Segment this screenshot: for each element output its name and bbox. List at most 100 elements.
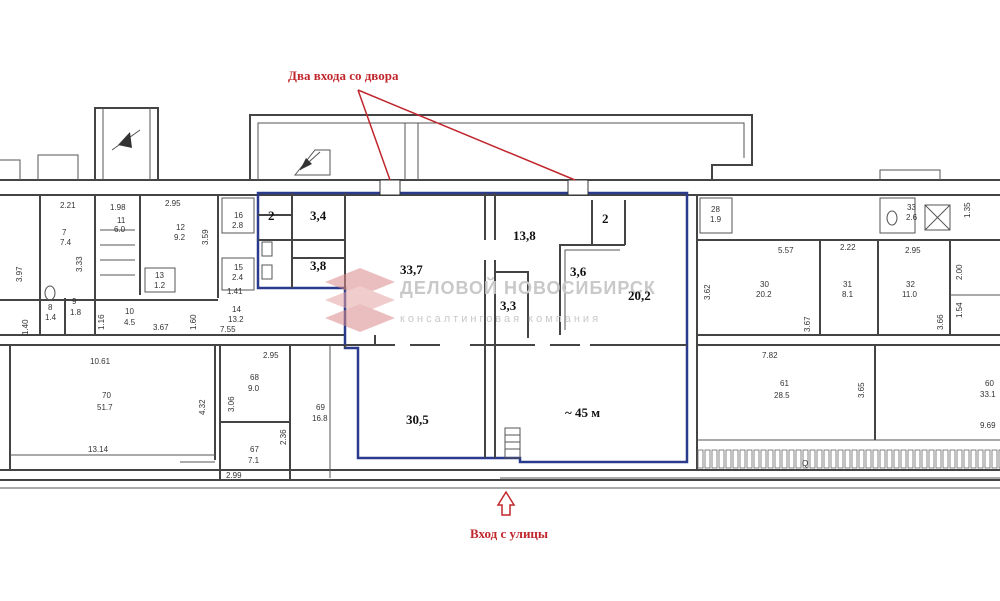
hatch-mark bbox=[865, 449, 872, 469]
plan-label: 1.40 bbox=[21, 319, 30, 335]
plan-label: 9.0 bbox=[248, 384, 260, 393]
hatch-mark bbox=[739, 449, 746, 469]
plan-label: 30 bbox=[760, 280, 769, 289]
plan-label: 28 bbox=[711, 205, 720, 214]
plan-labels: 2.21 1.98 2.95 7 7.4 11 6.0 12 9.2 3.97 … bbox=[15, 199, 996, 480]
plan-label: 67 bbox=[250, 445, 259, 454]
plan-label: 2.22 bbox=[840, 243, 856, 252]
hatch-mark bbox=[795, 449, 802, 469]
room-label: 3,3 bbox=[500, 298, 517, 313]
room-label: 13,8 bbox=[513, 228, 536, 243]
plan-label: 7.55 bbox=[220, 325, 236, 334]
left-block-rooms bbox=[0, 195, 331, 480]
plan-label: 10.61 bbox=[90, 357, 111, 366]
top-entrances-label: Два входа со двора bbox=[288, 68, 399, 83]
room-label: 30,5 bbox=[406, 412, 429, 427]
plan-label: 1.8 bbox=[70, 308, 82, 317]
plan-label: 33 bbox=[907, 203, 916, 212]
plan-label: 20.2 bbox=[756, 290, 772, 299]
plan-label: 1.4 bbox=[45, 313, 57, 322]
room-label: 2 bbox=[268, 208, 275, 223]
hatch-mark bbox=[879, 449, 886, 469]
plan-label: 2.95 bbox=[905, 246, 921, 255]
room-label: 2 bbox=[602, 211, 609, 226]
plan-label: 2.36 bbox=[279, 429, 288, 445]
hatch-mark bbox=[872, 449, 879, 469]
plan-label: 9 bbox=[72, 297, 77, 306]
hatch-mark bbox=[991, 449, 998, 469]
room-label: ~ 45 м bbox=[565, 405, 600, 420]
plan-label: 9.2 bbox=[174, 233, 186, 242]
plan-label: 7.4 bbox=[60, 238, 72, 247]
plan-label: 68 bbox=[250, 373, 259, 382]
hatch-mark bbox=[788, 449, 795, 469]
hatch-mark bbox=[760, 449, 767, 469]
hatch-mark bbox=[977, 449, 984, 469]
plan-label: 3.65 bbox=[857, 382, 866, 398]
plan-label: 3.67 bbox=[803, 316, 812, 332]
plan-label: 1.2 bbox=[154, 281, 166, 290]
hatch-mark bbox=[704, 449, 711, 469]
plan-label: 8.1 bbox=[842, 290, 854, 299]
plan-label: 69 bbox=[316, 403, 325, 412]
plan-label: 13.14 bbox=[88, 445, 109, 454]
entrance-arrows bbox=[357, 89, 576, 516]
street-entry-arrow bbox=[496, 490, 516, 516]
hatch-mark bbox=[746, 449, 753, 469]
plan-label: 3.97 bbox=[15, 266, 24, 282]
plan-label: 6.0 bbox=[114, 225, 126, 234]
plan-label: Q bbox=[802, 459, 808, 468]
plan-label: 7 bbox=[62, 228, 67, 237]
hatch-mark bbox=[697, 449, 704, 469]
hatch-mark bbox=[816, 449, 823, 469]
premises-labels: 2 3,4 3,8 33,7 13,8 2 3,6 20,2 3,3 30,5 … bbox=[268, 208, 651, 427]
plan-label: 28.5 bbox=[774, 391, 790, 400]
plan-label: 3.62 bbox=[703, 284, 712, 300]
plan-label: 1.9 bbox=[710, 215, 722, 224]
plan-label: 11 bbox=[117, 216, 126, 225]
plan-label: 4.5 bbox=[124, 318, 136, 327]
plan-label: 1.60 bbox=[189, 314, 198, 330]
plan-label: 2.4 bbox=[232, 273, 244, 282]
hatch-mark bbox=[928, 449, 935, 469]
hatch-mark bbox=[956, 449, 963, 469]
plan-label: 13 bbox=[155, 271, 164, 280]
hatch-mark bbox=[767, 449, 774, 469]
watermark-logo bbox=[325, 268, 395, 332]
courtyard-structures bbox=[0, 107, 941, 180]
plan-label: 3.67 bbox=[153, 323, 169, 332]
plan-label: 11.0 bbox=[902, 290, 918, 299]
plan-label: 1.16 bbox=[97, 314, 106, 330]
hatch-mark bbox=[837, 449, 844, 469]
room-label: 3,8 bbox=[310, 258, 327, 273]
plan-label: 12 bbox=[176, 223, 185, 232]
hatch-mark bbox=[900, 449, 907, 469]
plan-label: 7.1 bbox=[248, 456, 260, 465]
plan-label: 31 bbox=[843, 280, 852, 289]
plan-label: 9.69 bbox=[980, 421, 996, 430]
hatch-mark bbox=[823, 449, 830, 469]
premises-outline bbox=[256, 179, 689, 464]
plan-label: 14 bbox=[232, 305, 241, 314]
plan-label: 4.32 bbox=[198, 399, 207, 415]
hatch-mark bbox=[970, 449, 977, 469]
plan-label: 1.98 bbox=[110, 203, 126, 212]
hatch-mark bbox=[802, 449, 809, 469]
hatch-mark bbox=[935, 449, 942, 469]
hatch-mark bbox=[851, 449, 858, 469]
plan-label: 1.41 bbox=[227, 287, 243, 296]
plan-label: 32 bbox=[906, 280, 915, 289]
hatch-mark bbox=[886, 449, 893, 469]
hatch-mark bbox=[725, 449, 732, 469]
hatch-mark bbox=[907, 449, 914, 469]
hatch-mark bbox=[949, 449, 956, 469]
right-block-rooms bbox=[696, 195, 1000, 470]
hatch-mark bbox=[732, 449, 739, 469]
hatch-mark bbox=[921, 449, 928, 469]
plan-label: 1.54 bbox=[955, 302, 964, 318]
plan-label: 3.06 bbox=[227, 396, 236, 412]
watermark-tagline: консалтинговая компания bbox=[400, 313, 601, 325]
plan-label: 51.7 bbox=[97, 403, 113, 412]
hatch-mark bbox=[774, 449, 781, 469]
